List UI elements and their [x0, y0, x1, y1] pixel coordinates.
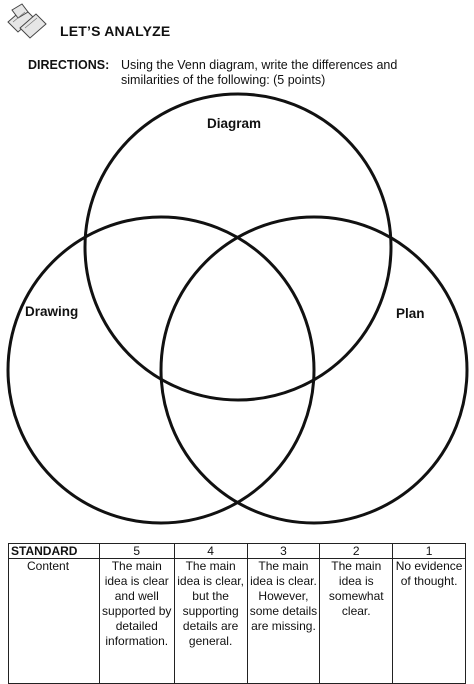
venn-circle-diagram	[83, 92, 393, 402]
rubric-header-score-4: 4	[173, 543, 248, 559]
venn-circle-drawing	[6, 215, 316, 525]
page-title: LET’S ANALYZE	[60, 23, 171, 39]
directions-label: DIRECTIONS:	[28, 58, 110, 72]
rubric-cell-5: The main idea is clear and well supporte…	[98, 558, 175, 684]
books-icon	[7, 3, 47, 39]
rubric-header-row: STANDARD 5 4 3 2 1	[8, 543, 466, 559]
rubric-header-score-3: 3	[246, 543, 321, 559]
rubric-header-score-1: 1	[392, 543, 466, 559]
rubric-table: STANDARD 5 4 3 2 1 Content The main idea…	[8, 543, 466, 684]
venn-label-drawing: Drawing	[25, 304, 79, 319]
rubric-cell-3: The main idea is clear. However, some de…	[246, 558, 321, 684]
rubric-header-standard: STANDARD	[8, 543, 100, 559]
directions-text: Using the Venn diagram, write the differ…	[121, 58, 398, 87]
venn-circle-plan	[159, 215, 469, 525]
rubric-header-score-2: 2	[319, 543, 394, 559]
venn-label-plan: Plan	[396, 306, 425, 321]
venn-diagram	[6, 92, 469, 525]
rubric-criterion: Content	[8, 558, 100, 684]
table-row: Content The main idea is clear and well …	[8, 558, 466, 684]
rubric-header-score-5: 5	[98, 543, 175, 559]
venn-label-diagram: Diagram	[207, 116, 262, 131]
rubric-cell-1: No evidence of thought.	[392, 558, 466, 684]
rubric-cell-4: The main idea is clear, but the supporti…	[173, 558, 248, 684]
rubric-cell-2: The main idea is somewhat clear.	[319, 558, 394, 684]
